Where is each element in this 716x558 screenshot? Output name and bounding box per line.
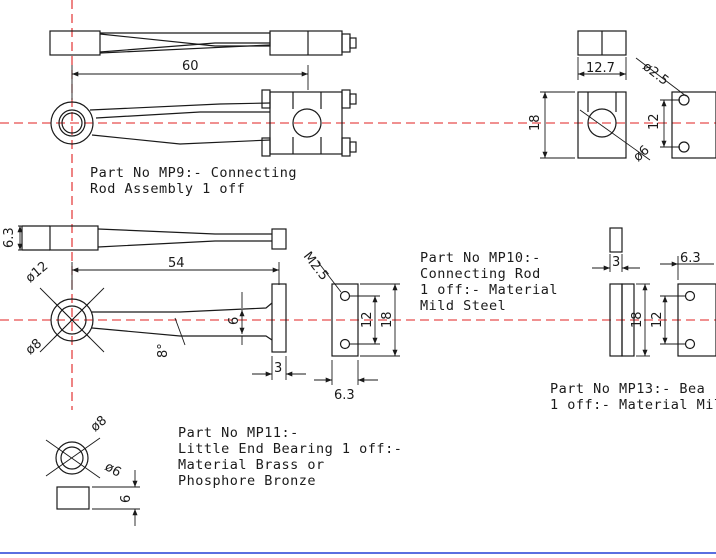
- dim-brg-len: 6: [119, 495, 134, 503]
- mp11-label-line3: Material Brass or: [178, 457, 325, 473]
- mp10-label-line1: Part No MP10:-: [420, 250, 541, 266]
- mp9-label-line1: Part No MP9:- Connecting: [90, 165, 297, 181]
- mp13-label-line2: 1 off:- Material Mil: [550, 397, 716, 413]
- dim-54-label: 54: [168, 256, 185, 271]
- dim-eye-outer: ø12: [23, 259, 51, 286]
- mp11-label-line4: Phosphore Bronze: [178, 473, 316, 489]
- cap-top-view: 12.7: [577, 30, 627, 80]
- mp11-label-line1: Part No MP11:-: [178, 425, 299, 441]
- mp11-bearing-views: ø8 ø6 6: [45, 413, 140, 526]
- dim-cap-height: 18: [528, 114, 543, 131]
- dim-54: 54: [71, 256, 280, 290]
- dim-brg-inner: ø6: [102, 459, 124, 480]
- cap-side-view: 12 ø2.5: [635, 57, 716, 159]
- mp13-views: 3 18 12 6.3: [592, 227, 716, 357]
- dim-cap-width: 12.7: [586, 61, 615, 76]
- dim-mp13-spacing: 12: [650, 311, 665, 328]
- foot-block-view: M2.5 12 18 6.3: [300, 249, 400, 403]
- dim-brg-outer: ø8: [88, 413, 110, 435]
- dim-60: 60: [71, 59, 309, 100]
- dim-rod-taper: 8°: [156, 343, 171, 358]
- dim-cap-bore: ø6: [631, 143, 653, 165]
- mp13-label-line1: Part No MP13:- Bea: [550, 381, 705, 397]
- dim-60-label: 60: [182, 59, 199, 74]
- dim-rod-thickness: 6.3: [2, 227, 17, 248]
- mp9-top-view: [49, 30, 357, 56]
- dim-foot-depth: 6.3: [334, 388, 355, 403]
- mp10-front-view: 6 8° ø12 ø8 3: [23, 259, 306, 380]
- dim-foot-spacing: 12: [360, 311, 375, 328]
- mp10-label-line4: Mild Steel: [420, 298, 506, 314]
- dim-cap-hole-dia: ø2.5: [640, 59, 672, 88]
- cap-front-view: ø6 18: [528, 91, 653, 165]
- dim-mp13-width: 3: [612, 255, 620, 270]
- dim-mp13-depth: 6.3: [680, 251, 701, 266]
- dim-cap-hole-spacing: 12: [647, 113, 662, 130]
- mp9-front-view: [50, 89, 357, 157]
- mp11-label-line2: Little End Bearing 1 off:-: [178, 441, 402, 457]
- dim-foot-height: 18: [380, 311, 395, 328]
- dim-rod-foot-thk: 6: [227, 317, 242, 325]
- mp10-top-view: 6.3: [2, 225, 287, 251]
- dim-mp13-height: 18: [630, 311, 645, 328]
- dim-rod-foot-width: 3: [274, 361, 282, 376]
- mp9-label-line2: Rod Assembly 1 off: [90, 181, 245, 197]
- dim-m25: M2.5: [300, 249, 331, 283]
- mp10-label-line3: 1 off:- Material: [420, 282, 558, 298]
- dim-eye-inner: ø8: [23, 336, 45, 358]
- mp10-label-line2: Connecting Rod: [420, 266, 541, 282]
